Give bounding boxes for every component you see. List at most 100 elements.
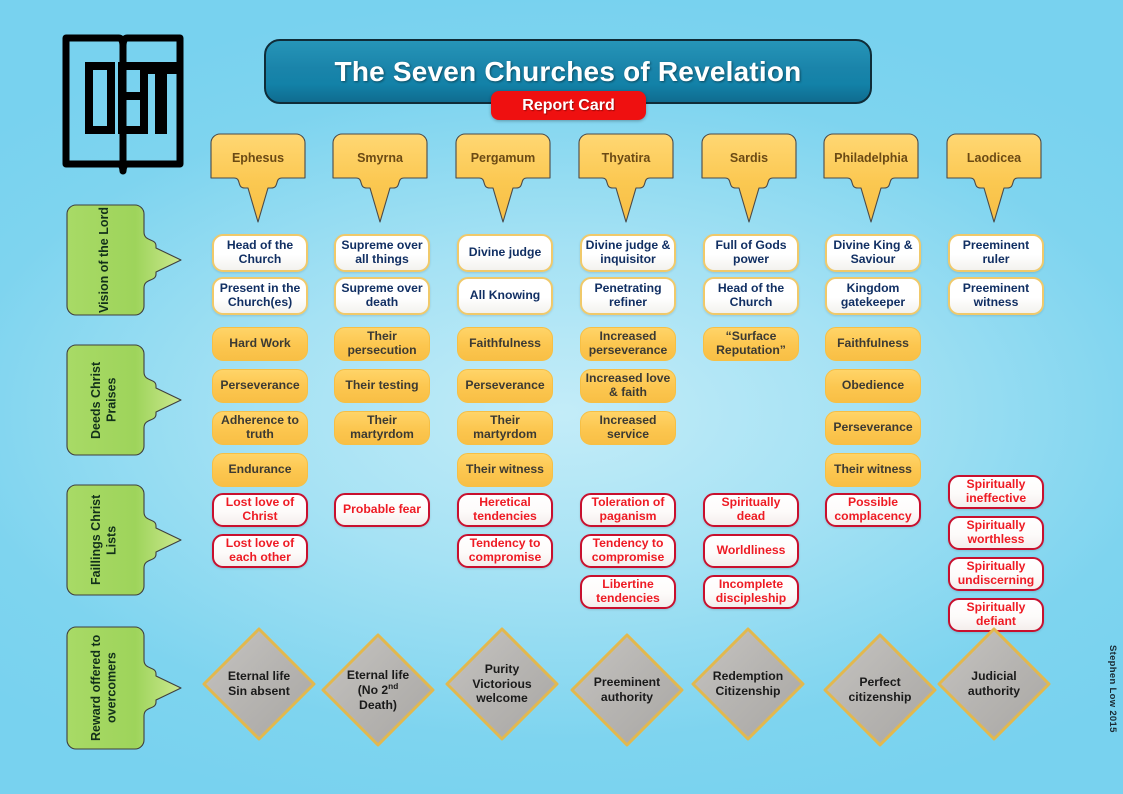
card-text: Obedience: [841, 378, 905, 393]
card-text: Spiritually undiscerning: [957, 559, 1035, 587]
row-label-1[interactable]: Deeds Christ Praises: [66, 344, 182, 456]
deeds-card[interactable]: Perseverance: [212, 369, 308, 403]
vision-card[interactable]: Preeminent witness: [948, 277, 1044, 315]
failing-card[interactable]: Spiritually dead: [703, 493, 799, 527]
church-header-philadelphia[interactable]: Philadelphia: [823, 133, 919, 223]
card-text: Incomplete discipleship: [715, 577, 787, 605]
card-text: Adherence to truth: [221, 413, 299, 441]
row-label-0[interactable]: Vision of the Lord: [66, 204, 182, 316]
card-text: Head of the Church: [717, 281, 785, 309]
card-text: Increased service: [599, 413, 657, 441]
deeds-card[interactable]: Perseverance: [825, 411, 921, 445]
vision-card[interactable]: Divine judge & inquisitor: [580, 234, 676, 272]
vision-card[interactable]: Kingdom gatekeeper: [825, 277, 921, 315]
card-text: Probable fear: [343, 502, 421, 517]
author-credit: Stephen Low 2015: [1107, 645, 1118, 733]
card-text: Divine King & Saviour: [833, 238, 913, 266]
vision-card[interactable]: All Knowing: [457, 277, 553, 315]
vision-card[interactable]: Head of the Church: [703, 277, 799, 315]
deeds-card[interactable]: Increased love & faith: [580, 369, 676, 403]
vision-card[interactable]: Divine judge: [457, 234, 553, 272]
deeds-card[interactable]: Faithfulness: [457, 327, 553, 361]
card-text: Lost love of each other: [225, 536, 295, 564]
vision-card[interactable]: Supreme over death: [334, 277, 430, 315]
card-text: Faithfulness: [469, 336, 541, 351]
failing-card[interactable]: Spiritually undiscerning: [948, 557, 1044, 591]
failing-card[interactable]: Spiritually worthless: [948, 516, 1044, 550]
card-text: Kingdom gatekeeper: [840, 281, 906, 309]
church-header-thyatira[interactable]: Thyatira: [578, 133, 674, 223]
deeds-card[interactable]: Their martyrdom: [457, 411, 553, 445]
vision-card[interactable]: Full of Gods power: [703, 234, 799, 272]
church-header-laodicea[interactable]: Laodicea: [946, 133, 1042, 223]
vision-card[interactable]: Present in the Church(es): [212, 277, 308, 315]
failing-card[interactable]: Tendency to compromise: [457, 534, 553, 568]
failing-card[interactable]: Incomplete discipleship: [703, 575, 799, 609]
vision-card[interactable]: Divine King & Saviour: [825, 234, 921, 272]
deeds-card[interactable]: Their persecution: [334, 327, 430, 361]
deeds-card[interactable]: Their martyrdom: [334, 411, 430, 445]
failing-card[interactable]: Probable fear: [334, 493, 430, 527]
deeds-card[interactable]: Their testing: [334, 369, 430, 403]
deeds-card[interactable]: Their witness: [825, 453, 921, 487]
row-label-3[interactable]: Reward offered to overcomers: [66, 626, 182, 750]
card-text: Increased love & faith: [585, 371, 671, 399]
vision-card[interactable]: Head of the Church: [212, 234, 308, 272]
card-text: Preeminent ruler: [962, 238, 1030, 266]
obt-book-logo: [62, 32, 184, 184]
vision-card[interactable]: Penetrating refiner: [580, 277, 676, 315]
card-text: Divine judge: [468, 245, 542, 260]
church-header-sardis[interactable]: Sardis: [701, 133, 797, 223]
vision-card[interactable]: Preeminent ruler: [948, 234, 1044, 272]
card-text: Tendency to compromise: [468, 536, 542, 564]
deeds-card[interactable]: Obedience: [825, 369, 921, 403]
card-text: Endurance: [228, 462, 292, 477]
card-text: Heretical tendencies: [473, 495, 537, 523]
failing-card[interactable]: Possible complacency: [825, 493, 921, 527]
deeds-card[interactable]: Their witness: [457, 453, 553, 487]
card-text: Libertine tendencies: [596, 577, 660, 605]
deeds-card[interactable]: Endurance: [212, 453, 308, 487]
deeds-card[interactable]: Faithfulness: [825, 327, 921, 361]
card-text: Perseverance: [833, 420, 913, 435]
card-text: “Surface Reputation”: [716, 329, 786, 357]
deeds-card[interactable]: Adherence to truth: [212, 411, 308, 445]
church-header-ephesus[interactable]: Ephesus: [210, 133, 306, 223]
card-text: Preeminent witness: [962, 281, 1030, 309]
deeds-card[interactable]: Increased service: [580, 411, 676, 445]
card-text: Spiritually dead: [721, 495, 781, 523]
report-card-badge: Report Card: [491, 91, 646, 120]
church-header-smyrna[interactable]: Smyrna: [332, 133, 428, 223]
deeds-card[interactable]: Increased perseverance: [580, 327, 676, 361]
failing-card[interactable]: Toleration of paganism: [580, 493, 676, 527]
failing-card[interactable]: Spiritually ineffective: [948, 475, 1044, 509]
card-text: Their witness: [466, 462, 544, 477]
failing-card[interactable]: Lost love of each other: [212, 534, 308, 568]
row-label-2[interactable]: Faillings Christ Lists: [66, 484, 182, 596]
card-text: Worldliness: [716, 543, 786, 558]
failing-card[interactable]: Heretical tendencies: [457, 493, 553, 527]
card-text: Their testing: [345, 378, 419, 393]
failing-card[interactable]: Tendency to compromise: [580, 534, 676, 568]
vision-card[interactable]: Supreme over all things: [334, 234, 430, 272]
church-header-pergamum[interactable]: Pergamum: [455, 133, 551, 223]
card-text: All Knowing: [469, 288, 541, 303]
deeds-card[interactable]: “Surface Reputation”: [703, 327, 799, 361]
deeds-card[interactable]: Perseverance: [457, 369, 553, 403]
card-text: Spiritually ineffective: [965, 477, 1027, 505]
failing-card[interactable]: Libertine tendencies: [580, 575, 676, 609]
failing-card[interactable]: Worldliness: [703, 534, 799, 568]
card-text: Perseverance: [465, 378, 545, 393]
card-text: Supreme over death: [341, 281, 423, 309]
deeds-card[interactable]: Hard Work: [212, 327, 308, 361]
card-text: Lost love of Christ: [225, 495, 295, 523]
failing-card[interactable]: Lost love of Christ: [212, 493, 308, 527]
